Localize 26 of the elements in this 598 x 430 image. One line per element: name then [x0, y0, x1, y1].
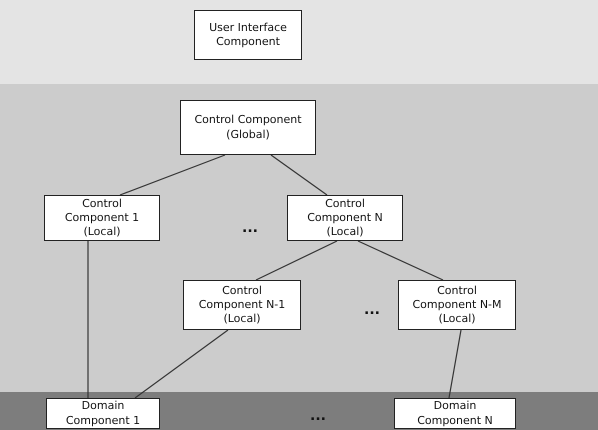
component-label: Control Component (Global): [193, 113, 303, 142]
ellipsis-text: ...: [364, 302, 380, 318]
component-label: Control Component N-1 (Local): [198, 284, 286, 326]
connector-line: [120, 154, 226, 196]
component-box: [183, 280, 301, 330]
component-box: [194, 10, 302, 60]
connector-line: [134, 330, 228, 398]
connector-line: [256, 240, 338, 281]
component-box: [398, 280, 516, 330]
ellipsis-text: ...: [242, 220, 258, 236]
connector-line: [270, 154, 328, 196]
component-box: [287, 195, 403, 241]
component-label: Control Component N-M (Local): [411, 284, 503, 326]
connector-line: [448, 330, 462, 398]
component-label: Control Component 1 (Local): [64, 196, 140, 240]
component-label: Control Component N (Local): [306, 196, 384, 240]
component-box: [44, 195, 160, 241]
component-label: User Interface Component: [208, 20, 288, 50]
component-box: [46, 398, 160, 429]
connector-line: [87, 241, 89, 398]
component-box: [394, 398, 516, 429]
component-box: [180, 100, 316, 155]
component-label: Domain Component N: [416, 399, 494, 428]
component-label: Domain Component 1: [64, 399, 142, 428]
connector-line: [358, 240, 444, 281]
ellipsis-text: ...: [310, 408, 326, 424]
